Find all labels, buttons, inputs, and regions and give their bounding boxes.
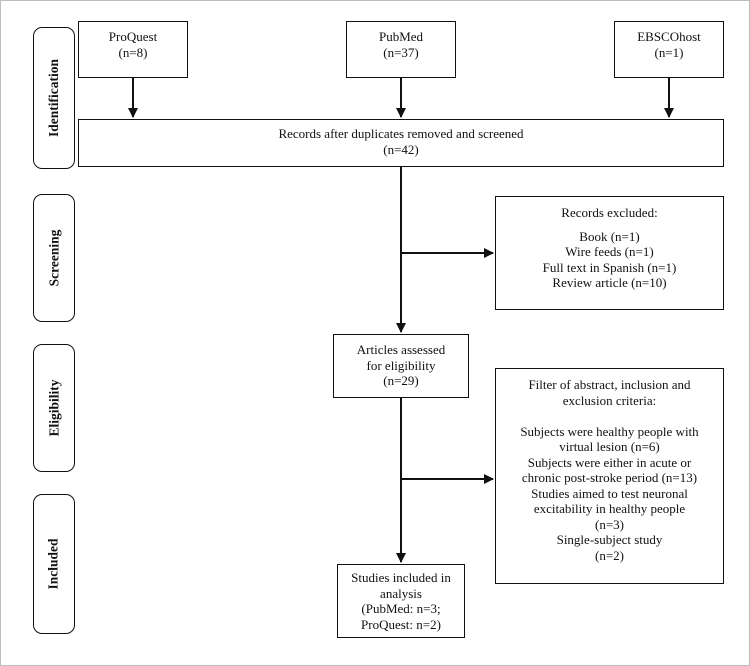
source-pubmed-name: PubMed bbox=[378, 29, 424, 44]
filter-line-10: (n=3) bbox=[595, 516, 624, 532]
filter-line-5: virtual lesion (n=6) bbox=[559, 439, 660, 454]
source-proquest-box: ProQuest (n=8) bbox=[78, 21, 188, 78]
studies-included-box: Studies included in analysis (PubMed: n=… bbox=[337, 564, 465, 638]
filter-line-2: exclusion criteria: bbox=[562, 392, 657, 408]
source-pubmed-count: (n=37) bbox=[383, 44, 419, 60]
filter-line-6: Subjects were either in acute or bbox=[527, 454, 692, 470]
stage-eligibility-label: Eligibility bbox=[46, 379, 62, 437]
included-line-1: Studies included in bbox=[351, 570, 451, 585]
filter-criteria-box: Filter of abstract, inclusion and exclus… bbox=[495, 368, 724, 584]
filter-line-8: Studies aimed to test neuronal bbox=[531, 485, 688, 501]
source-ebscohost-name: EBSCOhost bbox=[637, 29, 701, 44]
assessed-line-2: for eligibility bbox=[366, 357, 436, 373]
filter-line-4: Subjects were healthy people with bbox=[520, 423, 699, 439]
stage-identification-label: Identification bbox=[46, 58, 62, 138]
records-screened-label: Records after duplicates removed and scr… bbox=[278, 126, 524, 141]
stage-included: Included bbox=[33, 494, 75, 634]
source-ebscohost-box: EBSCOhost (n=1) bbox=[614, 21, 724, 78]
records-excluded-title: Records excluded: bbox=[561, 205, 658, 220]
records-screened-box: Records after duplicates removed and scr… bbox=[78, 119, 724, 167]
filter-spacer bbox=[496, 408, 723, 424]
excluded-spanish-full-text: Full text in Spanish (n=1) bbox=[542, 259, 677, 275]
filter-line-7: chronic post-stroke period (n=13) bbox=[521, 470, 698, 485]
excluded-review-article: Review article (n=10) bbox=[552, 275, 667, 290]
filter-line-11: Single-subject study bbox=[556, 532, 663, 547]
excluded-book: Book (n=1) bbox=[579, 228, 640, 244]
filter-line-12: (n=2) bbox=[595, 547, 624, 563]
included-pubmed-count: (PubMed: n=3; bbox=[361, 601, 441, 616]
source-proquest-name: ProQuest bbox=[108, 29, 158, 44]
source-ebscohost-count: (n=1) bbox=[654, 44, 684, 60]
articles-assessed-box: Articles assessed for eligibility (n=29) bbox=[333, 334, 469, 398]
filter-line-1: Filter of abstract, inclusion and bbox=[528, 377, 691, 392]
assessed-count: (n=29) bbox=[383, 373, 419, 388]
source-proquest-count: (n=8) bbox=[118, 44, 148, 60]
source-pubmed-box: PubMed (n=37) bbox=[346, 21, 456, 78]
stage-screening-label: Screening bbox=[46, 229, 61, 287]
records-screened-count: (n=42) bbox=[383, 141, 419, 157]
filter-line-9: excitability in healthy people bbox=[533, 501, 686, 516]
included-proquest-count: ProQuest: n=2) bbox=[361, 616, 441, 632]
stage-identification: Identification bbox=[33, 27, 75, 169]
included-line-2: analysis bbox=[380, 585, 422, 601]
records-excluded-box: Records excluded: Book (n=1) Wire feeds … bbox=[495, 196, 724, 310]
assessed-line-1: Articles assessed bbox=[356, 342, 446, 357]
stage-screening: Screening bbox=[33, 194, 75, 322]
excluded-wire-feeds: Wire feeds (n=1) bbox=[565, 244, 654, 259]
stage-included-label: Included bbox=[46, 538, 61, 590]
stage-eligibility: Eligibility bbox=[33, 344, 75, 472]
